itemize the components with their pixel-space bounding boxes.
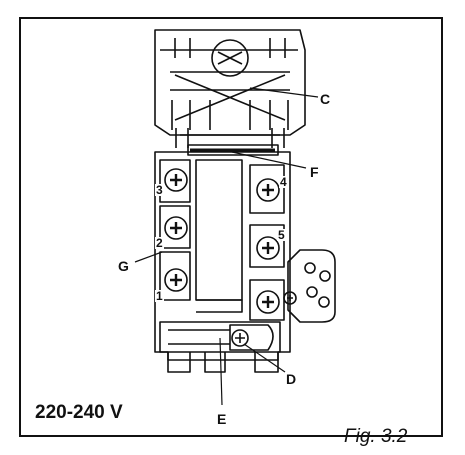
figure-caption: Fig. 3.2 — [344, 426, 408, 447]
connector-ribbons — [175, 128, 285, 148]
callout-c: C — [320, 91, 331, 107]
left-terminal-screws — [159, 159, 191, 301]
terminal-number-1: 1 — [155, 289, 164, 303]
right-terminal-screws — [249, 164, 285, 321]
callout-g: G — [118, 258, 129, 274]
callout-f: F — [310, 164, 319, 180]
voltage-rating: 220-240 V — [35, 402, 123, 423]
terminal-cover — [154, 29, 306, 136]
callout-d: D — [286, 371, 297, 387]
terminal-number-4: 4 — [279, 175, 288, 189]
figure-frame — [19, 17, 443, 437]
earth-bracket — [283, 249, 336, 323]
terminal-number-3: 3 — [155, 183, 164, 197]
callout-e: E — [217, 411, 227, 427]
terminal-number-2: 2 — [155, 236, 164, 250]
callout-leaders — [134, 87, 319, 406]
terminal-number-5: 5 — [277, 228, 286, 242]
